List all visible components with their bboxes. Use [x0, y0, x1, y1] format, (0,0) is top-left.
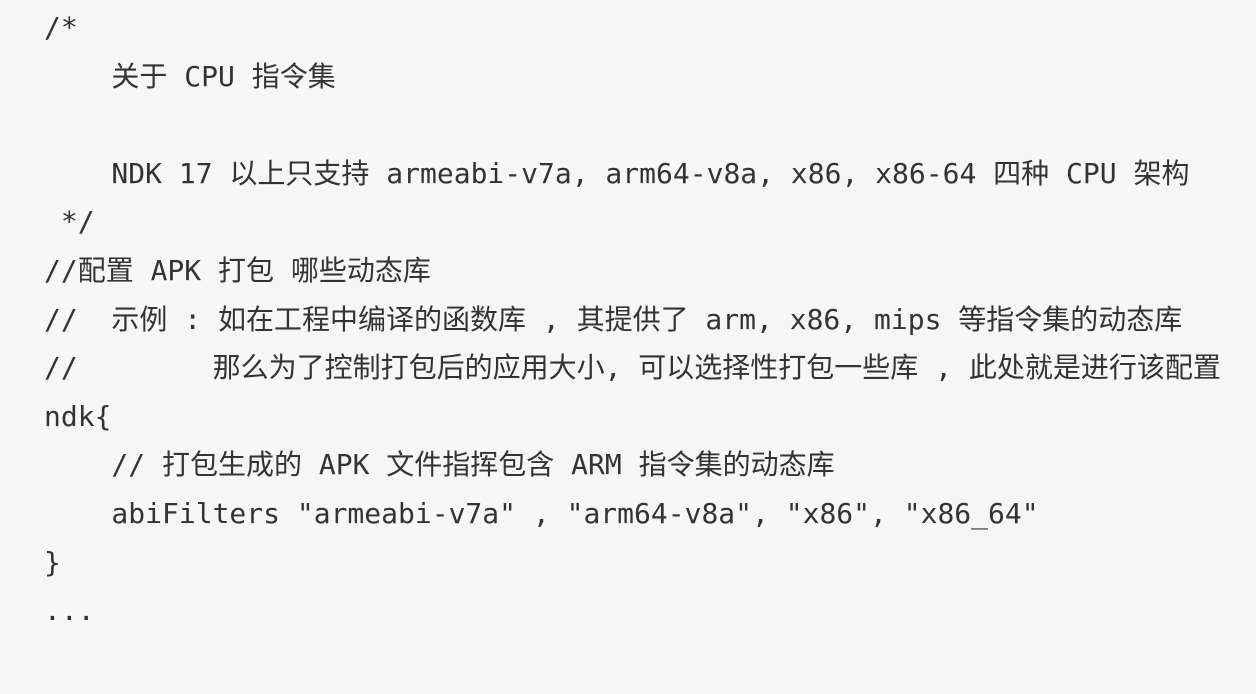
- code-line: */: [44, 205, 95, 239]
- code-line: 关于 CPU 指令集: [44, 59, 336, 93]
- code-line: /*: [44, 11, 78, 44]
- code-line: //配置 APK 打包 哪些动态库: [44, 253, 431, 287]
- code-line: NDK 17 以上只支持 armeabi-v7a, arm64-v8a, x86…: [44, 156, 1190, 190]
- code-line: ...: [44, 594, 95, 628]
- code-line: }: [44, 545, 61, 579]
- code-line: // 示例 : 如在工程中编译的函数库 , 其提供了 arm, x86, mip…: [44, 302, 1183, 336]
- code-line: // 打包生成的 APK 文件指挥包含 ARM 指令集的动态库: [44, 448, 835, 482]
- code-line: ndk{: [44, 399, 112, 433]
- code-line: // 那么为了控制打包后的应用大小, 可以选择性打包一些库 , 此处就是进行该配…: [44, 351, 1221, 385]
- code-line: abiFilters "armeabi-v7a" , "arm64-v8a", …: [44, 496, 1039, 530]
- code-line: [44, 101, 1256, 150]
